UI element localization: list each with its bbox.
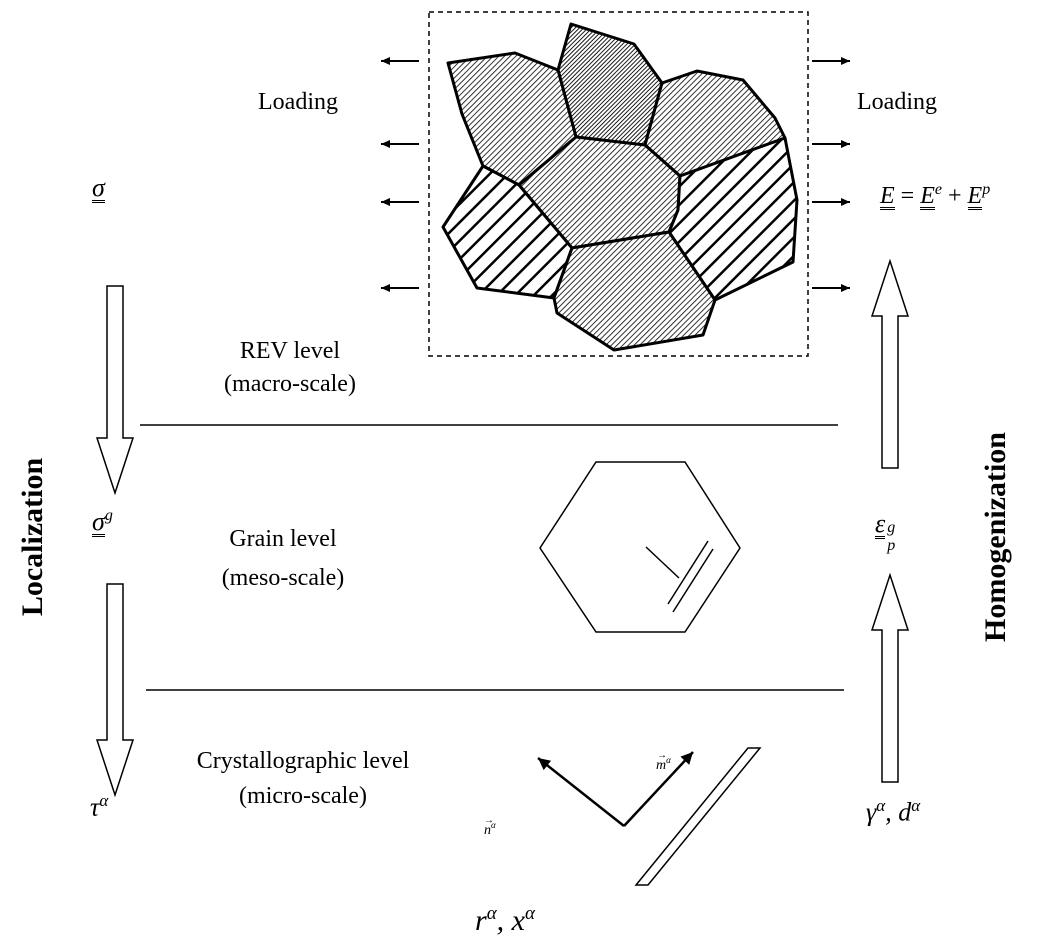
grain-scale-label: (meso-scale) (221, 565, 345, 591)
localization-arrow-1 (95, 285, 135, 496)
slip-vectors (537, 751, 694, 827)
m-vector: →mα (656, 749, 671, 773)
sigma-macro: σ (92, 173, 105, 203)
loading-arrows-left (381, 57, 419, 292)
localization-label: Localization (16, 457, 49, 617)
slip-plane (634, 747, 762, 886)
rev-scale-label: (macro-scale) (224, 371, 356, 397)
cryst-level-label: Crystallographic level (196, 748, 410, 774)
sigma-grain: σg (92, 506, 113, 537)
dislocation-icon (645, 540, 714, 613)
homogenization-arrow-2 (870, 572, 910, 783)
loading-arrows-right (812, 57, 850, 292)
grain-level-label: Grain level (229, 526, 337, 552)
rev-box (428, 11, 809, 357)
cryst-scale-label: (micro-scale) (239, 783, 367, 809)
loading-label-right: Loading (857, 89, 937, 115)
tau-alpha: τα (90, 791, 109, 822)
gamma-d: γα, dα (866, 796, 921, 827)
loading-label-left: Loading (258, 89, 338, 115)
r-x-variables: rα, xα (475, 903, 535, 937)
strain-decomposition: E = Ee + Ep (880, 181, 991, 210)
localization-arrow-2 (95, 583, 135, 798)
polycrystal (441, 22, 799, 352)
grain-right (667, 136, 799, 302)
grain-bottom (552, 230, 717, 352)
grain-hexagon (539, 461, 741, 633)
rev-level-label: REV level (239, 338, 341, 364)
n-vector: →nα (484, 814, 496, 838)
homogenization-arrow-1 (870, 258, 910, 469)
homogenization-label: Homogenization (979, 432, 1012, 642)
